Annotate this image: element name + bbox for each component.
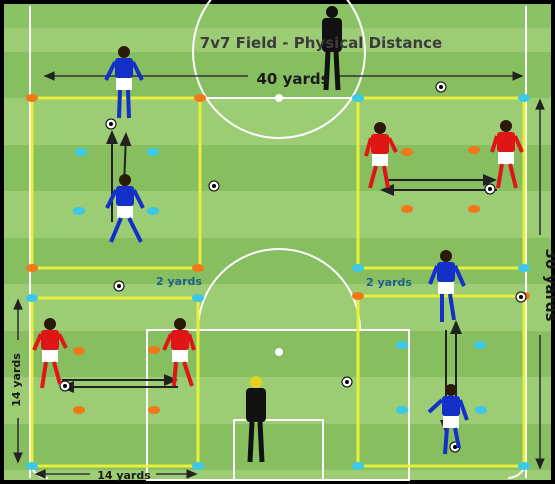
cone-orange bbox=[148, 406, 160, 414]
cone-orange bbox=[401, 205, 413, 213]
cone-cyan bbox=[518, 264, 530, 272]
cone-cyan bbox=[75, 148, 87, 156]
cone-orange bbox=[148, 346, 160, 354]
cone-cyan bbox=[475, 406, 487, 414]
ball bbox=[516, 292, 526, 302]
cone-orange bbox=[401, 148, 413, 156]
cone-cyan bbox=[147, 207, 159, 215]
cone-orange bbox=[468, 205, 480, 213]
cone-orange bbox=[73, 347, 85, 355]
ball bbox=[436, 82, 446, 92]
label-30-yards: 30 yards bbox=[542, 248, 555, 321]
label-2-yards-left: 2 yards bbox=[156, 275, 202, 288]
cone-orange bbox=[194, 94, 206, 102]
label-14-yards-vertical: 14 yards bbox=[10, 353, 23, 407]
ball bbox=[485, 184, 495, 194]
cone-orange bbox=[73, 406, 85, 414]
cone-cyan bbox=[518, 94, 530, 102]
cone-cyan bbox=[352, 264, 364, 272]
cone-orange bbox=[192, 264, 204, 272]
ball bbox=[106, 119, 116, 129]
cone-cyan bbox=[192, 462, 204, 470]
diagram-title: 7v7 Field - Physical Distance bbox=[200, 34, 442, 52]
ball bbox=[114, 281, 124, 291]
cone-cyan bbox=[192, 294, 204, 302]
cone-cyan bbox=[474, 341, 486, 349]
label-2-yards-right: 2 yards bbox=[366, 276, 412, 289]
cone-cyan bbox=[518, 462, 530, 470]
cone-cyan bbox=[26, 294, 38, 302]
cone-cyan bbox=[73, 207, 85, 215]
penalty-spot bbox=[276, 349, 282, 355]
cone-cyan bbox=[352, 462, 364, 470]
cone-cyan bbox=[396, 341, 408, 349]
cone-cyan bbox=[352, 94, 364, 102]
cone-orange bbox=[26, 264, 38, 272]
cone-cyan bbox=[396, 406, 408, 414]
label-14-yards-horizontal: 14 yards bbox=[97, 469, 151, 482]
ball bbox=[209, 181, 219, 191]
cone-orange bbox=[26, 94, 38, 102]
cone-orange bbox=[468, 146, 480, 154]
cone-cyan bbox=[147, 148, 159, 156]
ball bbox=[342, 377, 352, 387]
cone-orange bbox=[352, 292, 364, 300]
cone-cyan bbox=[26, 462, 38, 470]
label-40-yards: 40 yards bbox=[256, 70, 329, 88]
